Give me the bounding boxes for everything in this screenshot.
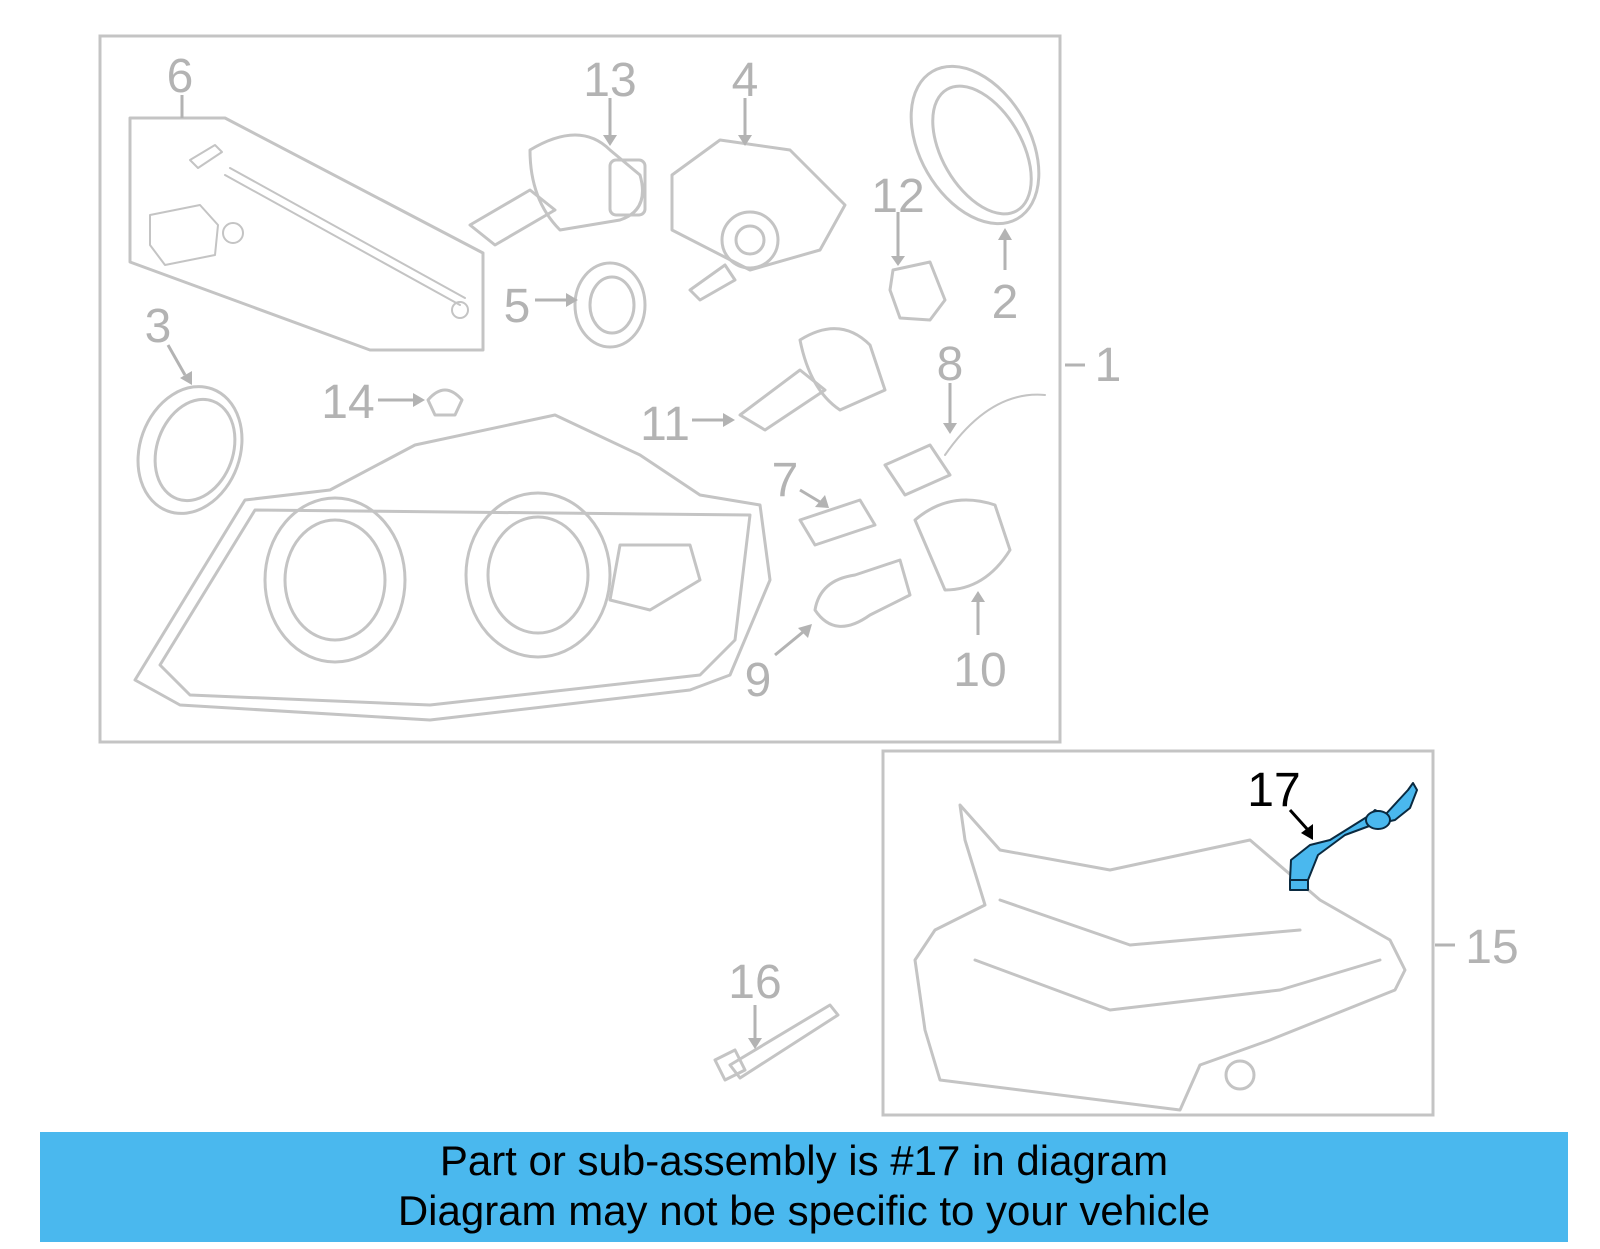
headlamp-assembly-frame (98, 34, 1062, 744)
callout-3: 3 (145, 300, 172, 353)
callout-14: 14 (321, 376, 374, 429)
callout-6: 6 (167, 50, 194, 103)
part-10-socket (913, 498, 1012, 592)
part-17-highlighted-bracket (1289, 782, 1418, 891)
part-11-bulb (738, 327, 887, 432)
part-5-ring (573, 261, 647, 349)
leader-lines (166, 95, 1455, 1049)
callout-1: 1 (1095, 339, 1122, 392)
housing-assembly-frame (881, 749, 1435, 1117)
callout-13: 13 (583, 54, 636, 107)
part-2-dust-cap (909, 64, 1041, 226)
callout-17-highlighted: 17 (1247, 764, 1300, 817)
banner-part-line: Part or sub-assembly is #17 in diagram (439, 1137, 1169, 1184)
info-banner: Part or sub-assembly is #17 in diagram D… (40, 1132, 1568, 1242)
callout-7: 7 (772, 454, 799, 507)
headlamp-housing (133, 413, 772, 722)
part-6-wiring-kit (128, 116, 485, 352)
part-13-bulb (468, 133, 647, 247)
part-14-plug (426, 388, 464, 417)
part-7-bulb (798, 498, 877, 547)
callout-11: 11 (640, 398, 690, 451)
part-15-housing (913, 803, 1407, 1112)
callout-8: 8 (937, 338, 964, 391)
part-4-igniter (670, 138, 847, 302)
callout-2: 2 (992, 276, 1019, 329)
callout-10: 10 (953, 644, 1006, 697)
part-8-socket (883, 393, 1046, 497)
callout-12: 12 (871, 170, 924, 223)
callout-4: 4 (732, 54, 759, 107)
part-3-dust-cap (136, 385, 244, 515)
callout-15: 15 (1465, 921, 1518, 974)
callout-9: 9 (745, 654, 772, 707)
part-9-bulb (813, 558, 912, 628)
callout-16: 16 (728, 956, 781, 1009)
part-12-socket (888, 260, 947, 322)
banner-disclaimer-line: Diagram may not be specific to your vehi… (397, 1187, 1211, 1234)
part-16-bolt (713, 1003, 840, 1082)
callout-5: 5 (504, 280, 531, 333)
